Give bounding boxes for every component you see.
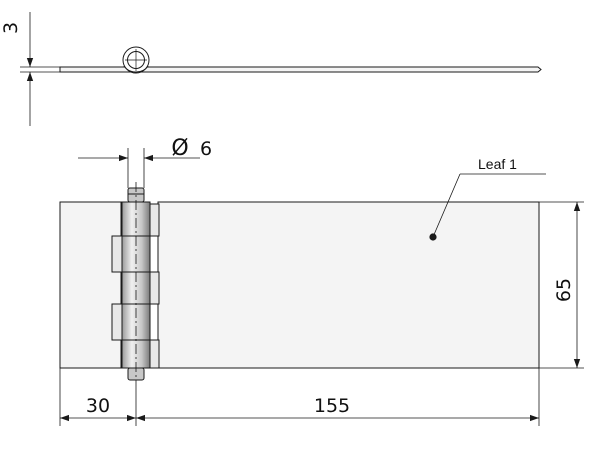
pin-diameter-label: 6 [200,138,212,160]
front-view [59,182,540,386]
right-leaf [157,201,540,369]
knuckle-left-top [111,235,123,273]
thickness-dimension [20,12,60,126]
bottom-dimensions [59,368,540,426]
height-label: 65 [553,278,575,302]
thickness-label: 3 [0,22,22,34]
leaf-callout-label: Leaf 1 [478,156,517,172]
top-view [59,46,542,74]
top-view-leaf-strip [59,66,542,73]
pin-offset-label: 30 [86,395,110,417]
pin-diameter-dimension [78,148,200,188]
height-dimension [539,201,584,369]
left-leaf [59,201,122,369]
knuckle-right-bottom [149,339,160,369]
leaf-callout [429,173,546,241]
knuckle-left-bottom [111,303,123,341]
knuckle-right-top [149,203,160,237]
leaf-length-label: 155 [314,395,350,417]
knuckle-right-mid [149,271,160,305]
diameter-symbol: Ø [171,136,188,161]
